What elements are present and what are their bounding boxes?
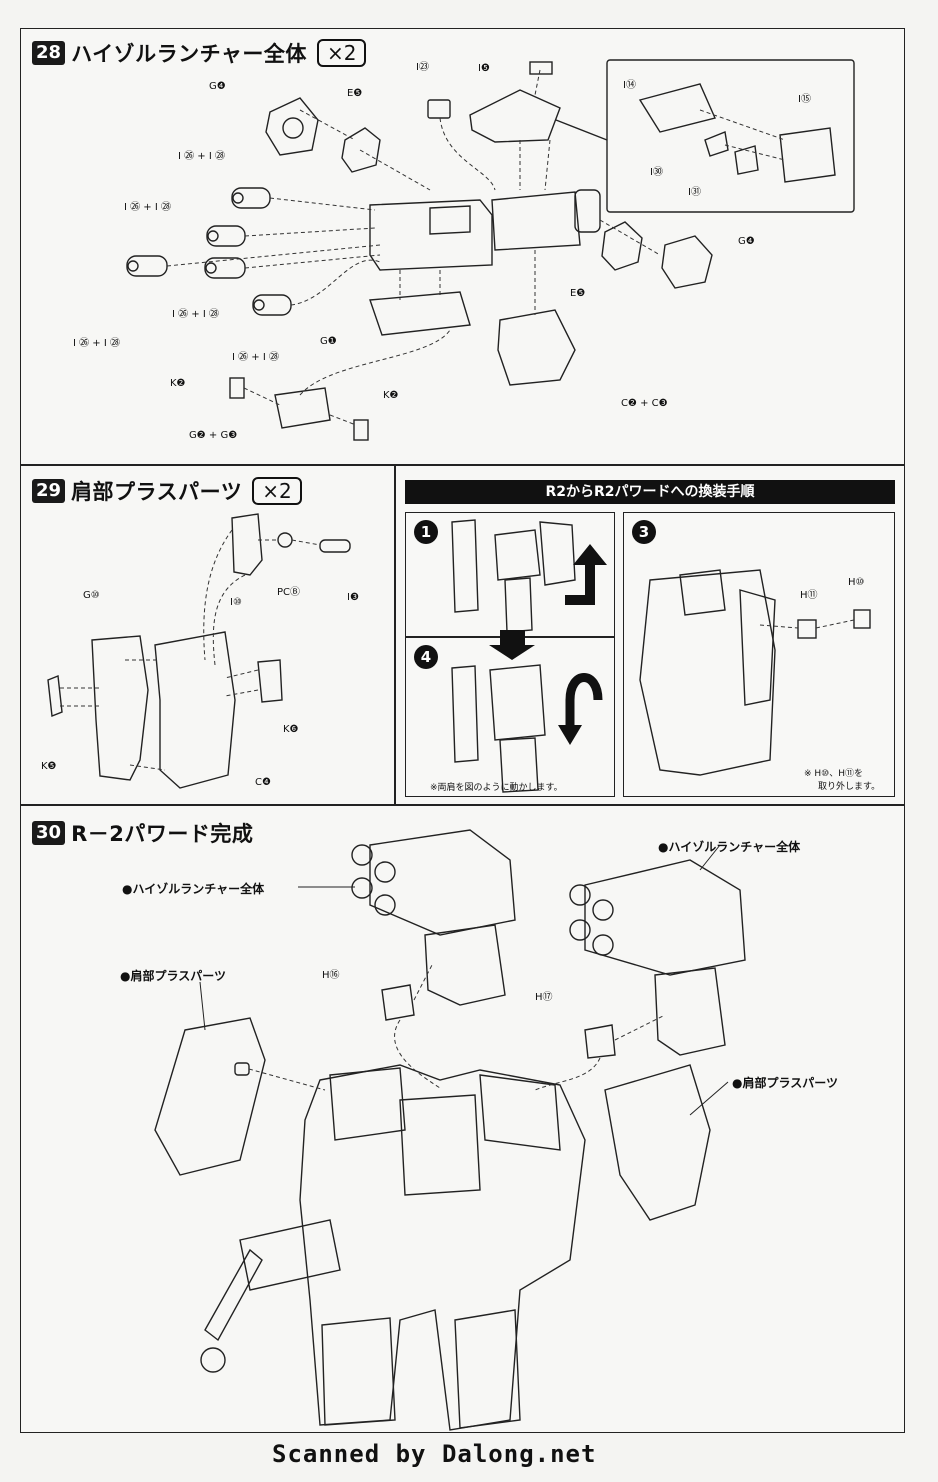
- step-title: 肩部プラスパーツ: [71, 480, 243, 504]
- scanner-credit: Scanned by Dalong.net: [272, 1440, 597, 1468]
- label-e5: E❺: [347, 88, 363, 99]
- label-g4: G❹: [209, 81, 226, 92]
- note-remove-line1: ※ H⑩、H⑪を: [804, 769, 864, 779]
- step-number: 29: [32, 479, 66, 503]
- label-c2-c3: C❷ + C❸: [621, 398, 668, 409]
- note-move-shoulders: ※両肩を図のように動かします。: [430, 783, 563, 793]
- step-title: R－2パワード完成: [71, 822, 254, 846]
- label-g4: G❹: [738, 236, 755, 247]
- step-30-panel: [20, 805, 905, 1433]
- label-k5: K❺: [41, 761, 57, 772]
- label-h17: H⑰: [535, 992, 553, 1003]
- multiplier-badge: ×2: [252, 477, 302, 505]
- label-i14: I⑭: [623, 80, 636, 91]
- label-i23: I㉓: [416, 62, 429, 73]
- label-i10: I⑩: [230, 597, 242, 608]
- step-28-header: 28 ハイゾルランチャー全体 ×2: [32, 38, 367, 68]
- label-shoulder-left: ●肩部プラスパーツ: [120, 969, 226, 983]
- label-i26-28: I ㉖ + I ㉘: [232, 352, 279, 363]
- label-e5: E❺: [570, 288, 586, 299]
- label-i26-28: I ㉖ + I ㉘: [73, 338, 120, 349]
- multiplier-badge: ×2: [316, 39, 367, 67]
- note-remove-line2: 取り外します。: [818, 782, 881, 792]
- label-i26-28: I ㉖ + I ㉘: [172, 309, 219, 320]
- step-badge-1: 1: [414, 520, 438, 544]
- step-number: 28: [32, 41, 66, 65]
- label-h10: H⑩: [848, 577, 865, 588]
- label-i30: I㉚: [650, 167, 663, 178]
- conversion-step-3: [623, 512, 895, 797]
- label-k2: K❷: [170, 378, 186, 389]
- label-pcb: PCⒷ: [277, 587, 301, 598]
- label-k2: K❷: [383, 390, 399, 401]
- label-i26-28: I ㉖ + I ㉘: [124, 202, 171, 213]
- step-title: ハイゾルランチャー全体: [71, 42, 307, 66]
- label-i31: I㉛: [688, 187, 701, 198]
- label-c4: C❹: [255, 777, 271, 788]
- label-k6: K❻: [283, 724, 299, 735]
- conversion-title: R2からR2パワードへの換装手順: [405, 480, 895, 504]
- label-launcher-left: ●ハイゾルランチャー全体: [122, 882, 265, 896]
- step-30-header: 30 R－2パワード完成: [32, 818, 253, 848]
- label-g1: G❶: [320, 336, 337, 347]
- label-h11: H⑪: [800, 590, 818, 601]
- label-i3: I❸: [347, 592, 359, 603]
- step-badge-4: 4: [414, 645, 438, 669]
- label-i5: I❺: [478, 63, 490, 74]
- step-29-header: 29 肩部プラスパーツ ×2: [32, 476, 302, 506]
- step-number: 30: [32, 821, 66, 845]
- label-shoulder-right: ●肩部プラスパーツ: [732, 1076, 838, 1090]
- label-g2-g3: G❷ + G❸: [189, 430, 238, 441]
- label-h16: H⑯: [322, 970, 340, 981]
- label-launcher-right: ●ハイゾルランチャー全体: [658, 840, 801, 854]
- label-i26-28: I ㉖ + I ㉘: [178, 151, 225, 162]
- step-28-panel: [20, 28, 905, 465]
- label-i15: I⑮: [798, 94, 811, 105]
- label-g10: G⑩: [83, 590, 100, 601]
- step-badge-3: 3: [632, 520, 656, 544]
